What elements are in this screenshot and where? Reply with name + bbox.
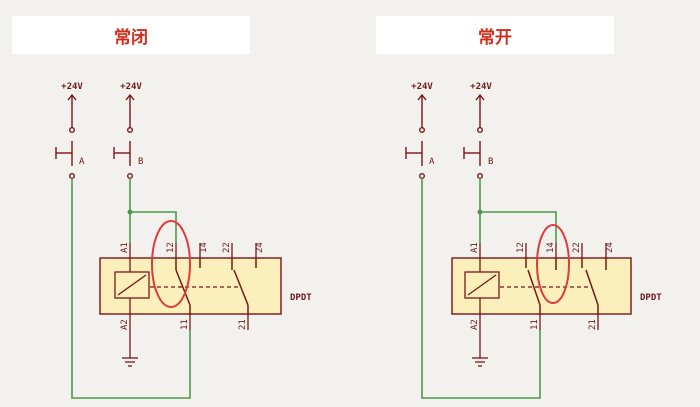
relay-body (451, 257, 632, 315)
switch-label-b: B (488, 157, 493, 167)
pin-label-11: 11 (530, 319, 540, 330)
pushbutton-switch-a (55, 126, 75, 179)
relay-coil (464, 258, 500, 314)
pin-label-24: 24 (255, 242, 265, 253)
title-box-normally-closed: 常闭 (12, 16, 250, 54)
supply-label-b: +24V (470, 82, 492, 92)
pin-label-12: 12 (166, 242, 176, 253)
ground-icon (122, 332, 138, 367)
pin-label-14: 14 (199, 242, 209, 253)
pin-label-24: 24 (605, 242, 615, 253)
supply-arrow-b (125, 93, 135, 128)
title-normally-closed: 常闭 (114, 27, 148, 48)
pin-label-a2: A2 (120, 319, 130, 330)
switch-label-a: A (429, 157, 435, 167)
supply-arrow-a (67, 93, 77, 128)
relay-type-label: DPDT (290, 293, 312, 303)
supply-label-a: +24V (411, 82, 433, 92)
relay-coil (114, 258, 150, 314)
supply-arrow-a (417, 93, 427, 128)
wire-junction (477, 209, 483, 215)
relay-type-label: DPDT (640, 293, 662, 303)
highlight-ellipse (151, 220, 191, 308)
supply-label-a: +24V (61, 82, 83, 92)
supply-arrow-b (475, 93, 485, 128)
pin-label-a2: A2 (470, 319, 480, 330)
pushbutton-switch-b (113, 126, 133, 179)
pin-label-21: 21 (238, 319, 248, 330)
pin-label-22: 22 (572, 242, 582, 253)
relay-pins (129, 243, 257, 332)
pushbutton-switch-b (463, 126, 484, 179)
pin-label-a1: A1 (120, 242, 130, 253)
pin-label-12: 12 (516, 242, 526, 253)
wire-junction (127, 209, 133, 215)
pin-label-21: 21 (588, 319, 598, 330)
highlight-ellipse (536, 224, 570, 304)
switch-label-b: B (138, 157, 143, 167)
pin-label-22: 22 (222, 242, 232, 253)
title-normally-open: 常开 (478, 27, 512, 48)
pin-label-11: 11 (180, 319, 190, 330)
panel-normally-closed: +24V +24V A B (55, 82, 312, 399)
panel-normally-open: +24V +24V A B (405, 82, 662, 399)
pin-label-a1: A1 (470, 242, 480, 253)
pin-label-14: 14 (546, 242, 556, 253)
ground-icon (472, 332, 488, 367)
pushbutton-switch-a (405, 126, 426, 179)
relay-pins (479, 243, 607, 332)
title-box-normally-open: 常开 (376, 16, 614, 54)
switch-label-a: A (79, 157, 85, 167)
relay-contacts (175, 258, 257, 314)
supply-label-b: +24V (120, 82, 142, 92)
